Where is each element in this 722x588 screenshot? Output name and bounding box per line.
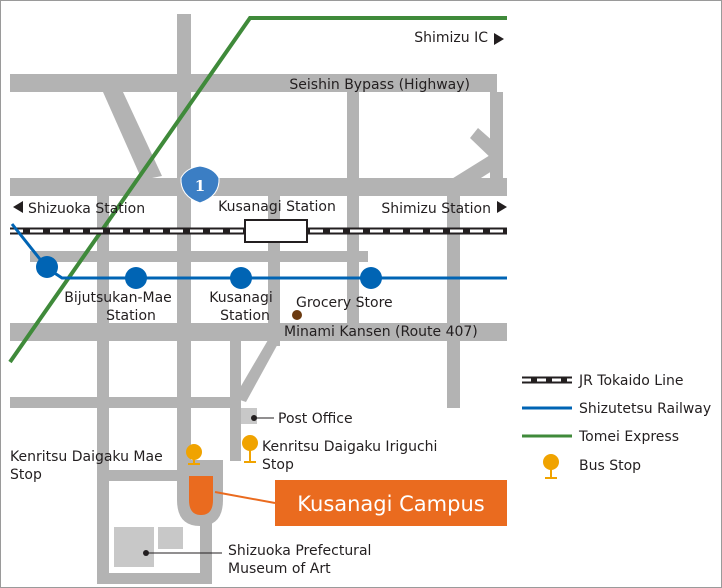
legend-label: Shizutetsu Railway (579, 401, 711, 417)
legend-label: Bus Stop (579, 458, 641, 474)
bijutsukan-mae-label-1: Bijutsukan-Mae (64, 290, 172, 306)
road-vertical-campus (177, 196, 191, 461)
shizutetsu-station-east (360, 267, 382, 289)
mae-stop-label-2: Stop (10, 467, 42, 483)
museum-building-annex (158, 527, 183, 549)
road-lower (10, 397, 238, 408)
shizutetsu-station-west (36, 256, 58, 278)
legend-item-tomei: Tomei Express (522, 429, 679, 445)
museum-label-2: Museum of Art (228, 561, 331, 577)
bijutsukan-mae-label-2: Station (106, 308, 156, 324)
campus-leader-line (214, 491, 276, 504)
bus-stop-icon (543, 454, 559, 479)
grocery-store-label: Grocery Store (296, 295, 393, 311)
iriguchi-stop-label-1: Kenritsu Daigaku Iriguchi (262, 439, 437, 455)
route-1-shield: 1 (180, 165, 220, 204)
road-compound-north-west (97, 470, 177, 481)
map-legend: JR Tokaido Line Shizutetsu Railway Tomei… (522, 373, 711, 479)
road-minami-kansen (10, 323, 507, 341)
campus-label: Kusanagi Campus (297, 492, 484, 516)
arrow-right-icon (497, 201, 507, 213)
legend-label: Tomei Express (578, 429, 679, 445)
kusanagi-shizutetsu-label-1: Kusanagi (209, 290, 272, 306)
road-vertical-south (230, 341, 241, 461)
iriguchi-stop-label-2: Stop (262, 457, 294, 473)
post-office-label: Post Office (278, 411, 353, 427)
bijutsukan-mae-station-marker (125, 267, 147, 289)
road-compound-south (97, 573, 212, 584)
legend-item-jr: JR Tokaido Line (522, 373, 683, 389)
legend-item-bus-stop: Bus Stop (543, 454, 641, 479)
arrow-left-icon (13, 201, 23, 213)
campus-location-marker (189, 476, 213, 515)
grocery-store-marker (292, 310, 302, 320)
road-vertical-east-lower (447, 190, 460, 408)
jr-kusanagi-station-box (244, 219, 308, 243)
kusanagi-jr-station-label: Kusanagi Station (218, 199, 336, 215)
museum-building-main (114, 527, 154, 567)
mae-stop-label-1: Kenritsu Daigaku Mae (10, 449, 163, 465)
campus-label-box[interactable] (275, 480, 507, 526)
bus-stop-iriguchi (242, 435, 258, 463)
roads (10, 14, 507, 584)
road-branch-east-2 (450, 152, 503, 190)
road-diagonal-west (103, 92, 162, 180)
legend-label: JR Tokaido Line (578, 373, 683, 389)
bus-stop-icon (186, 444, 202, 460)
shimizu-station-label: Shimizu Station (381, 201, 491, 217)
road-vertical-center (347, 92, 359, 178)
road-seishin-bypass (10, 74, 497, 92)
route-shield-icon (180, 165, 220, 204)
road-railway-side (30, 251, 368, 262)
shimizu-ic-label: Shimizu IC (414, 30, 488, 46)
bus-stop-icon (242, 435, 258, 451)
road-main-east-west (10, 178, 507, 196)
seishin-bypass-label: Seishin Bypass (Highway) (289, 77, 470, 93)
kusanagi-shizutetsu-station-marker (230, 267, 252, 289)
bus-stop-mae (186, 444, 202, 465)
road-vertical-lower (347, 196, 359, 336)
route-shield-number: 1 (195, 177, 205, 195)
minami-kansen-label: Minami Kansen (Route 407) (284, 324, 478, 340)
road-compound-west (97, 470, 109, 584)
legend-item-shizutetsu: Shizutetsu Railway (522, 401, 711, 417)
shizuoka-station-label: Shizuoka Station (28, 201, 145, 217)
tomei-express-line (8, 16, 507, 364)
kusanagi-shizutetsu-label-2: Station (220, 308, 270, 324)
road-diagonal-south (234, 340, 280, 402)
arrow-right-icon (494, 33, 504, 45)
museum-label-1: Shizuoka Prefectural (228, 543, 371, 559)
road-vertical-north (177, 14, 191, 180)
